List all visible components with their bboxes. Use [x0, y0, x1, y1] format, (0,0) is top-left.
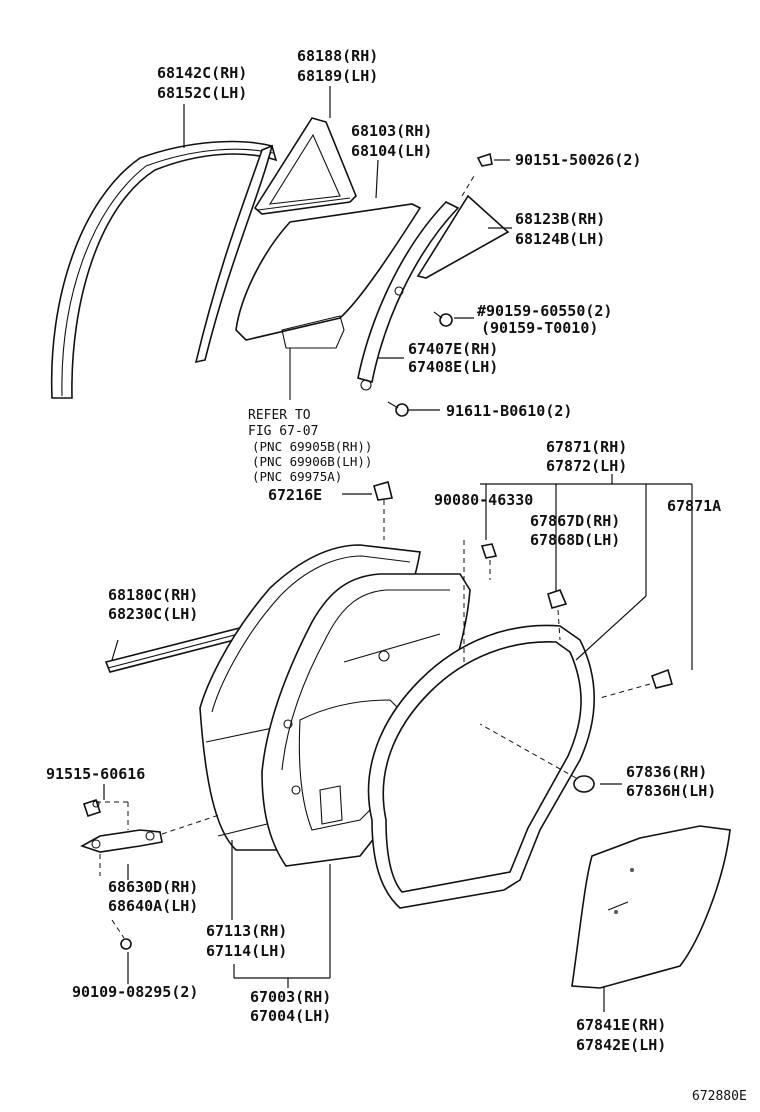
clip-90080-drawing — [480, 543, 498, 559]
division-channel-67407e-drawing — [357, 201, 460, 391]
label-90159-60550: #90159-60550(2) — [477, 302, 612, 320]
label-67407e: 67407E(RH) — [408, 340, 498, 358]
label-68189: 68189(LH) — [297, 67, 378, 85]
label-67408e: 67408E(LH) — [408, 358, 498, 376]
label-pnc-69975a: (PNC 69975A) — [252, 469, 342, 484]
door-weatherstrip-67871-drawing — [367, 624, 596, 909]
label-68230c: 68230C(LH) — [108, 605, 198, 623]
label-68640a: 68640A(LH) — [108, 897, 198, 915]
quarter-glass-68123b-drawing — [416, 194, 510, 279]
label-67872: 67872(LH) — [546, 457, 627, 475]
label-91611: 91611-B0610(2) — [446, 402, 572, 420]
label-67836h: 67836H(LH) — [626, 782, 716, 800]
clip-67867d-drawing — [547, 589, 568, 609]
label-90151: 90151-50026(2) — [515, 151, 641, 169]
label-67841e: 67841E(RH) — [576, 1016, 666, 1034]
label-67842e: 67842E(LH) — [576, 1036, 666, 1054]
label-68123b: 68123B(RH) — [515, 210, 605, 228]
label-67003: 67003(RH) — [250, 988, 331, 1006]
label-68180c: 68180C(RH) — [108, 586, 198, 604]
screw-91611-drawing — [387, 401, 409, 417]
label-refer-fig: FIG 67-07 — [248, 424, 318, 439]
label-68630d: 68630D(RH) — [108, 878, 198, 896]
plug-67836-drawing — [573, 775, 595, 793]
label-67871: 67871(RH) — [546, 438, 627, 456]
bolt-91515-drawing — [82, 798, 102, 818]
label-68152c: 68152C(LH) — [157, 84, 247, 102]
door-glass-68103-drawing — [235, 203, 422, 400]
weatherstrip-68142c-drawing — [50, 140, 278, 399]
label-refer-to: REFER TO — [248, 408, 311, 423]
bolt-90109-drawing — [120, 938, 132, 950]
label-pnc-69906b: (PNC 69906B(LH)) — [252, 454, 372, 469]
label-67004: 67004(LH) — [250, 1007, 331, 1025]
label-67867d: 67867D(RH) — [530, 512, 620, 530]
label-68142c: 68142C(RH) — [157, 64, 247, 82]
label-90080: 90080-46330 — [434, 491, 533, 509]
screw-90159-drawing — [433, 311, 453, 327]
screw-90151-drawing — [476, 152, 493, 167]
dashed-guides — [96, 175, 651, 939]
label-67871a: 67871A — [667, 497, 721, 515]
hole-cover-67841e-drawing — [571, 825, 731, 989]
quarter-frame-68188-drawing — [253, 117, 357, 215]
label-67836: 67836(RH) — [626, 763, 707, 781]
label-68103: 68103(RH) — [351, 122, 432, 140]
leader-lines — [103, 86, 693, 1012]
label-91515: 91515-60616 — [46, 765, 145, 783]
label-68104: 68104(LH) — [351, 142, 432, 160]
label-68124b: 68124B(LH) — [515, 230, 605, 248]
label-67216e: 67216E — [268, 486, 322, 504]
label-67868d: 67868D(LH) — [530, 531, 620, 549]
label-67113: 67113(RH) — [206, 922, 287, 940]
label-90109: 90109-08295(2) — [72, 983, 198, 1001]
clip-67871a-drawing — [650, 668, 673, 689]
label-90159-t0010: (90159-T0010) — [481, 319, 598, 337]
figure-code: 672880E — [692, 1089, 747, 1104]
label-pnc-69905b: (PNC 69905B(RH)) — [252, 439, 372, 454]
hinge-68630d-drawing — [80, 829, 163, 853]
clip-67216e-drawing — [373, 481, 393, 501]
door-shell-67003-drawing — [261, 573, 471, 867]
label-68188: 68188(RH) — [297, 47, 378, 65]
label-67114: 67114(LH) — [206, 942, 287, 960]
